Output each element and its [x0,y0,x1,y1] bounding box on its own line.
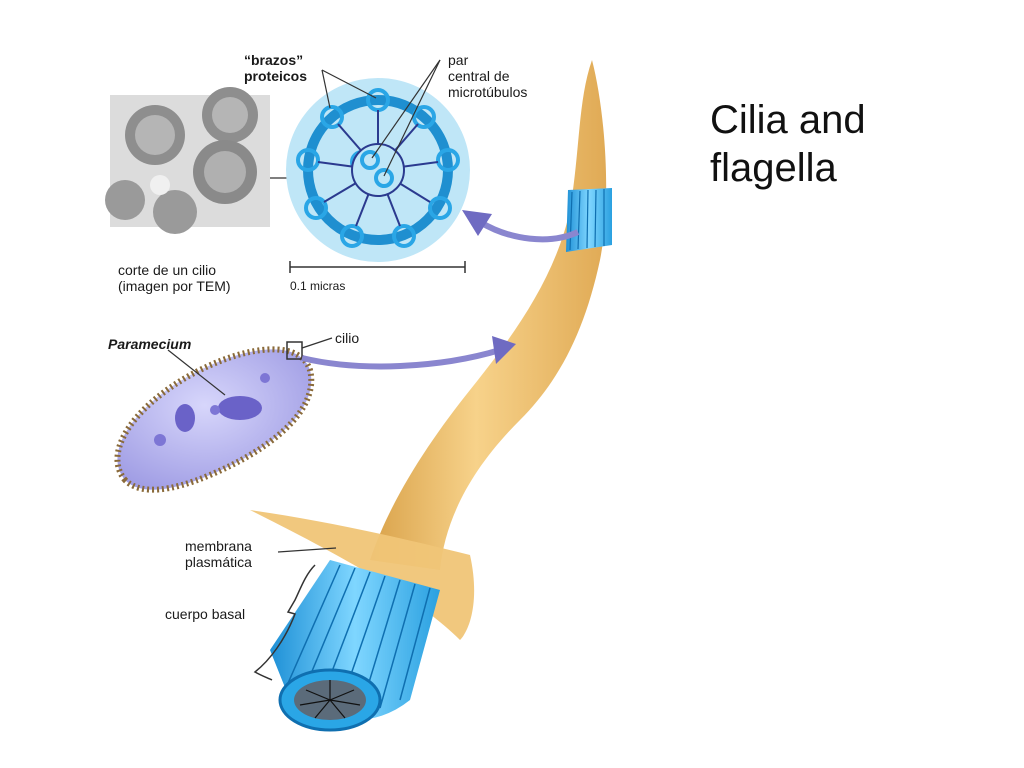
label-protein-arms: “brazos” proteicos [244,52,307,84]
label-protein-arms-line-1: “brazos” [244,52,304,68]
cilium-leader-line [301,337,333,349]
label-cilium: cilio [335,330,360,346]
basal-body-bracket [253,564,316,681]
label-central-pair-line-1: par [448,52,469,68]
paramecium-cell [114,341,315,493]
label-central-pair-line-3: microtúbulos [448,84,528,100]
label-protein-arms-line-2: proteicos [244,68,308,84]
scale-bar [289,261,466,273]
tem-micrograph [105,87,270,234]
label-cilium-section: corte de un cilio (imagen por TEM) [118,262,231,294]
paramecium-leader-line [167,349,226,396]
label-central-pair-line-2: central de [448,68,510,84]
label-central-pair: par central de microtúbulos [448,52,527,100]
label-paramecium: Paramecium [108,336,192,352]
basal-body [270,560,440,732]
cross-section-leaders [321,59,441,177]
title-line-1: Cilia and [710,98,866,142]
title-line-2: flagella [710,146,837,190]
cilium-shaft [250,60,612,640]
membrane-leader-line [277,547,337,553]
slide-title: Cilia and flagella [710,96,990,192]
label-plasma-membrane-line-1: membrana [185,538,252,554]
label-plasma-membrane: membrana plasmática [185,538,252,570]
label-plasma-membrane-line-2: plasmática [185,554,252,570]
zoom-arrows [301,210,580,370]
label-scale: 0.1 micras [290,279,346,293]
cilium-cross-section [286,78,470,262]
label-cilium-section-line-2: (imagen por TEM) [118,278,231,294]
label-cilium-section-line-1: corte de un cilio [118,262,217,278]
label-basal-body: cuerpo basal [165,606,246,622]
